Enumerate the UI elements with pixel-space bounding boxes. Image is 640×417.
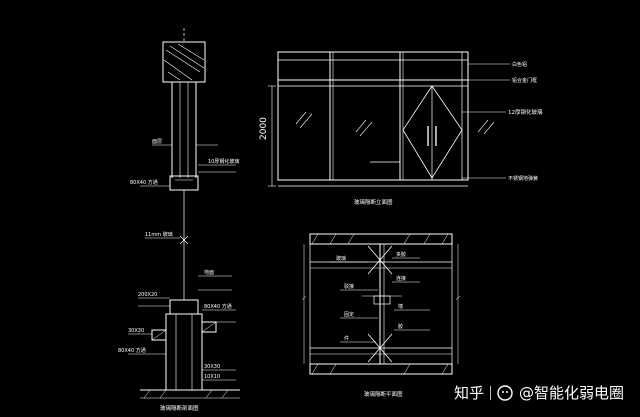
watermark-platform: 知乎 xyxy=(453,384,484,402)
label-top-a: 面层 xyxy=(152,139,162,145)
label-r2: 铝合金门框 xyxy=(512,77,537,84)
label-b3: 30X30 xyxy=(128,328,144,334)
label-p1: 玻璃 xyxy=(336,255,346,262)
label-p7: 胶 xyxy=(398,323,403,330)
label-b5: 地面 xyxy=(204,269,214,276)
label-p8: 件 xyxy=(344,335,349,342)
watermark-separator xyxy=(489,385,491,400)
label-top-b: 10厚钢化玻璃 xyxy=(208,158,239,165)
label-p5: 墙 xyxy=(398,303,403,310)
watermark-author: @智能化弱电圈 xyxy=(518,384,624,402)
watermark: 知乎 @智能化弱电圈 xyxy=(454,382,624,403)
label-b1: 200X20 xyxy=(138,292,157,298)
label-p4: 驳接 xyxy=(344,283,354,290)
caption-plan: 玻璃隔断平面图 xyxy=(364,390,403,398)
label-p3: 连接 xyxy=(396,275,406,282)
label-beam: 80X40 方通 xyxy=(130,179,158,186)
label-p6: 固定 xyxy=(344,311,354,318)
section-view xyxy=(128,28,240,399)
label-b2: 80X40 方通 xyxy=(204,303,232,310)
caption-section: 玻璃隔断剖面图 xyxy=(160,404,199,412)
elevation-view xyxy=(268,51,510,187)
wechat-logo-icon xyxy=(497,384,513,401)
label-mid: 11mm 玻璃 xyxy=(145,231,173,238)
beam-section xyxy=(169,175,199,191)
label-r1: 白色铝 xyxy=(512,61,527,68)
top-hatched-block xyxy=(162,41,206,83)
label-b7: 10X10 xyxy=(204,374,220,380)
label-p2: 夹胶 xyxy=(396,251,406,258)
label-b6: 30X30 xyxy=(204,364,220,370)
caption-elevation: 玻璃隔断立面图 xyxy=(354,198,393,206)
height-dimension: 2000 xyxy=(259,117,269,140)
label-r4: 不锈钢地弹簧 xyxy=(508,175,538,182)
label-b4: 80X40 方通 xyxy=(118,347,146,354)
label-r3: 12厚钢化玻璃 xyxy=(508,108,543,116)
plan-view xyxy=(301,233,461,375)
